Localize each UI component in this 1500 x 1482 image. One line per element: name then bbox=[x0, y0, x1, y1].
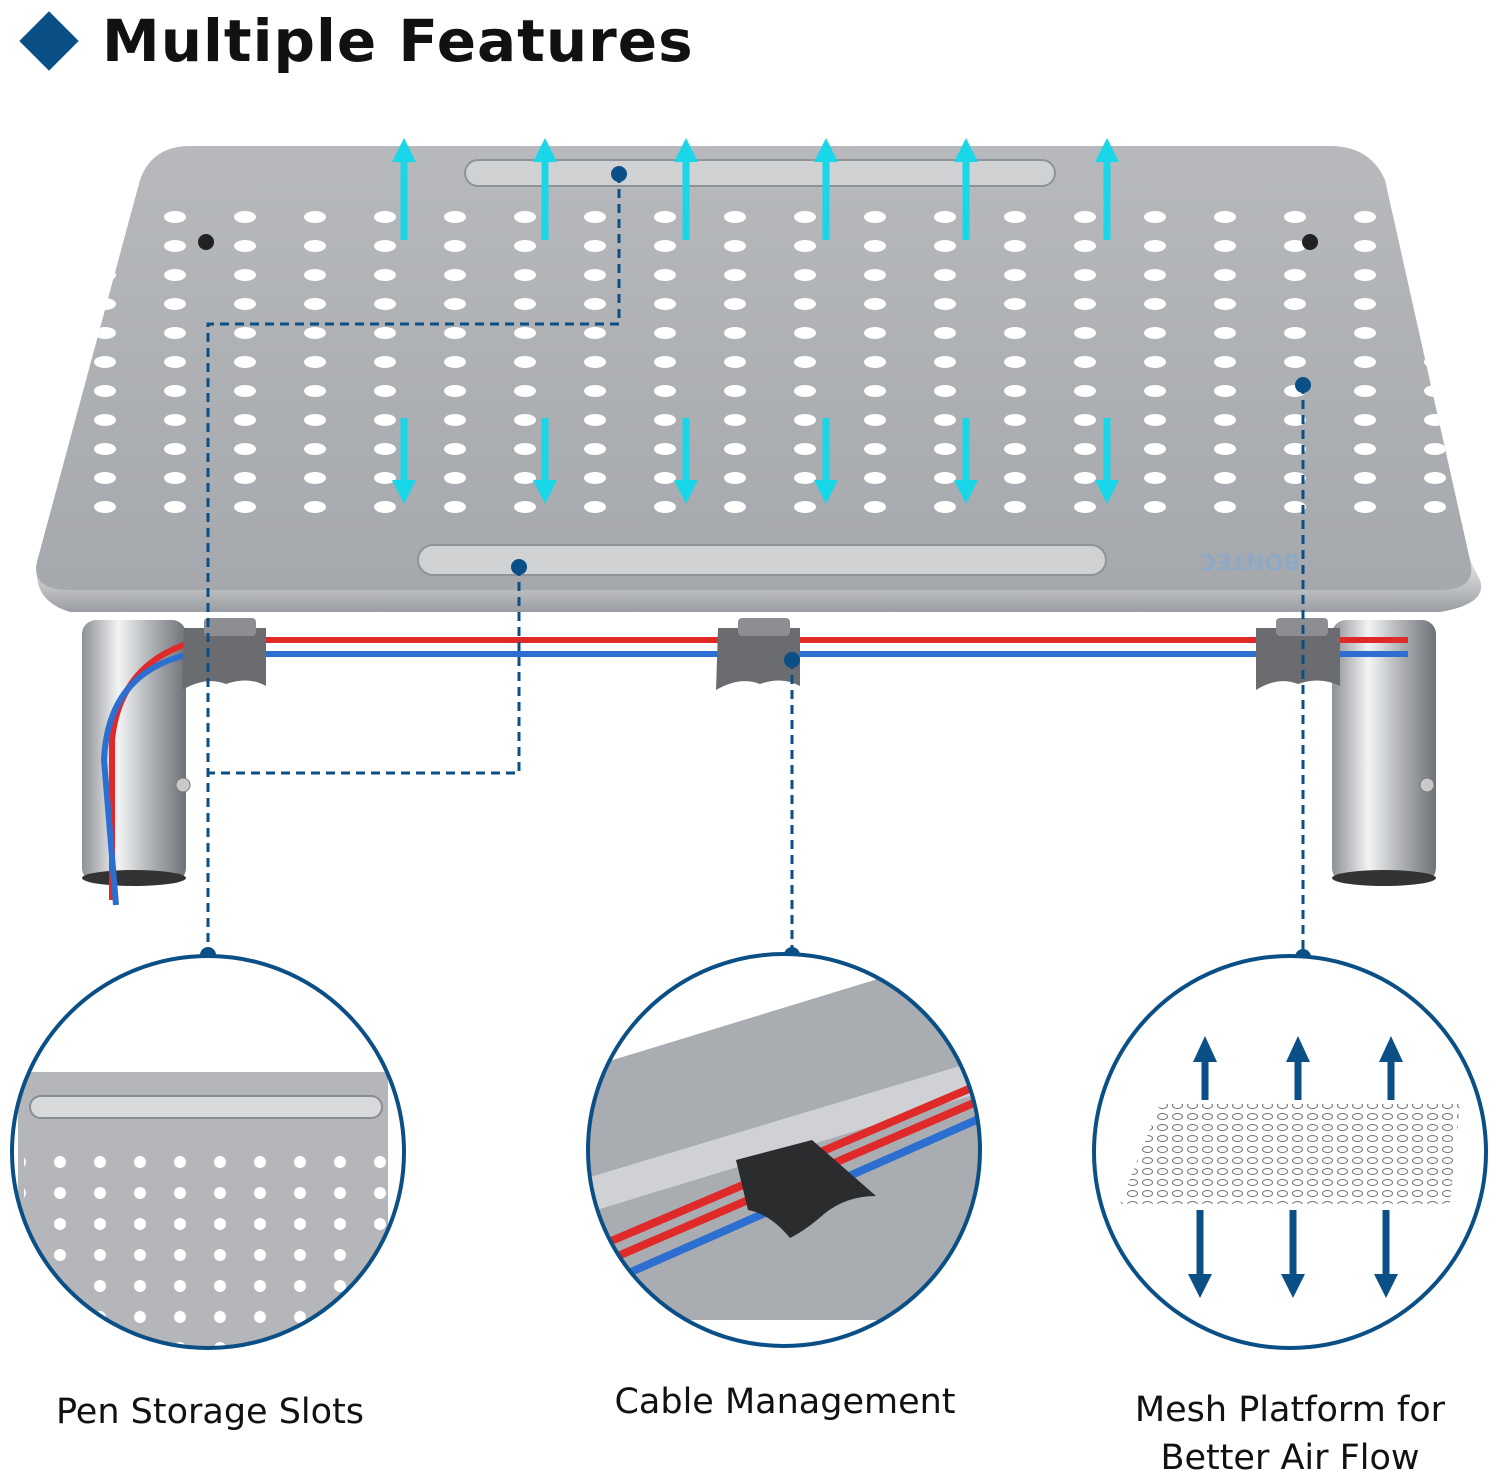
caption-pen-storage-slots: Pen Storage Slots bbox=[55, 1392, 365, 1432]
page-title: Multiple Features bbox=[102, 7, 694, 75]
caption-mesh-platform: Mesh Platform for Better Air Flow bbox=[1100, 1386, 1480, 1482]
callout-lines bbox=[206, 174, 1305, 957]
airflow-arrows bbox=[392, 138, 1119, 504]
caption-mesh-line-2: Better Air Flow bbox=[1160, 1438, 1420, 1478]
cable-clips bbox=[182, 618, 1340, 690]
mesh-airflow-detail bbox=[1092, 954, 1488, 1350]
caption-cable-management: Cable Management bbox=[614, 1382, 956, 1422]
pen-slot-detail bbox=[10, 954, 406, 1350]
caption-mesh-line-1: Mesh Platform for bbox=[1134, 1390, 1446, 1430]
cable-clip-detail bbox=[586, 952, 982, 1348]
brand-text: BONTEC bbox=[1200, 548, 1300, 573]
page-heading: Multiple Features bbox=[18, 6, 694, 76]
monitor-stand-platform: BONTEC bbox=[36, 146, 1482, 612]
